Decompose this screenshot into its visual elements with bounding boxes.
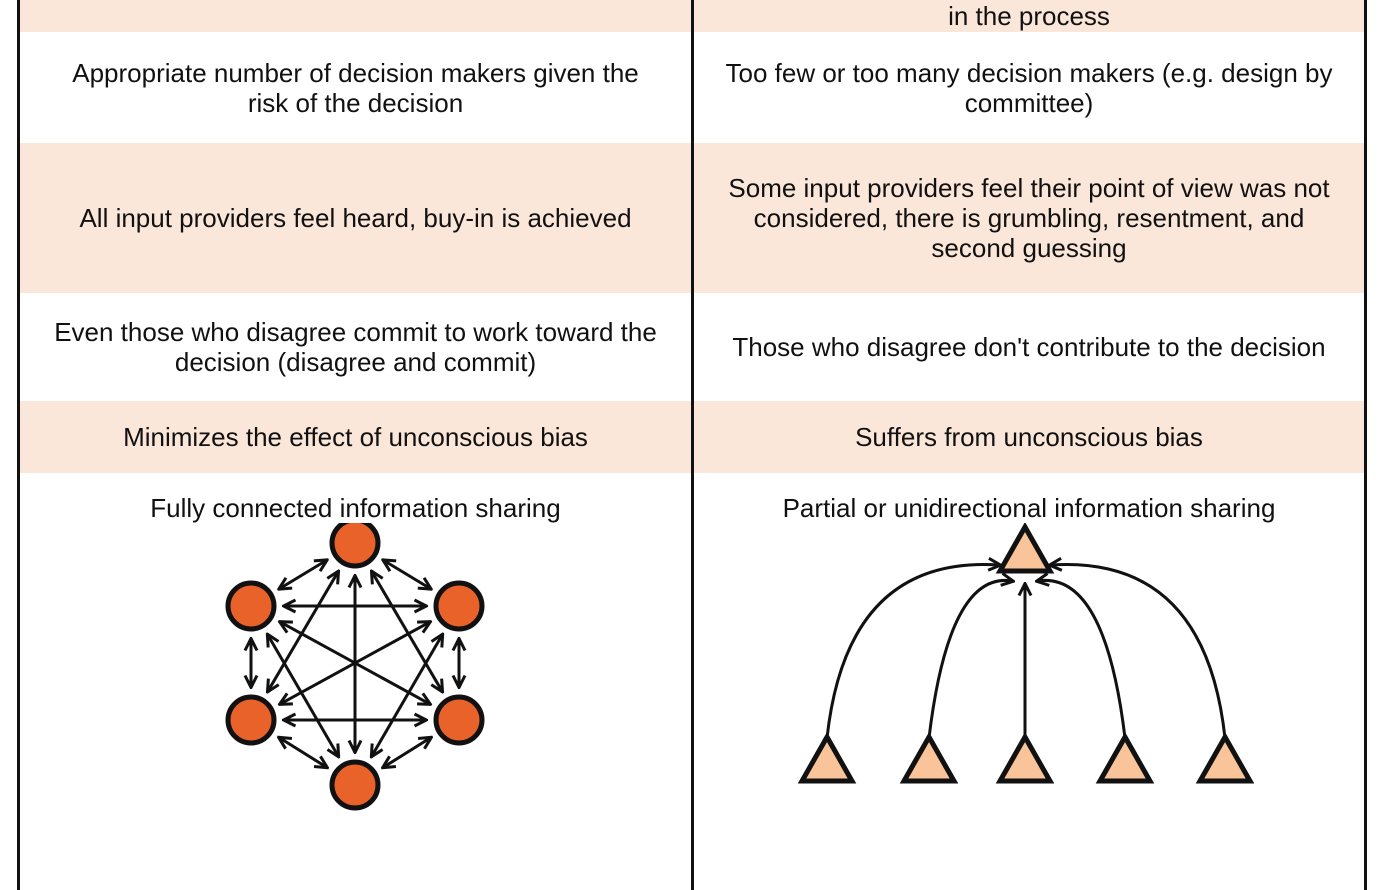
bottom-triangle — [797, 731, 857, 784]
arrow — [825, 564, 999, 739]
table-row: in the process — [20, 0, 1364, 35]
double-arrow — [383, 738, 429, 767]
table-row: Even those who disagree commit to work t… — [20, 293, 1364, 404]
good-cell: All input providers feel heard, buy-in i… — [20, 143, 694, 293]
top-triangle — [995, 523, 1055, 574]
good-cell: Even those who disagree commit to work t… — [20, 293, 694, 401]
bad-cell: Those who disagree don't contribute to t… — [732, 332, 1326, 362]
bottom-triangle — [995, 731, 1055, 784]
double-arrow — [372, 572, 442, 690]
comparison-table: in the process Appropriate number of dec… — [17, 0, 1367, 890]
node-circle — [225, 580, 276, 632]
bad-cell: in the process — [948, 1, 1110, 31]
unidirectional-diagram — [797, 523, 1255, 784]
good-cell: Appropriate number of decision makers gi… — [20, 32, 694, 143]
unidirectional-label: Partial or unidirectional information sh… — [782, 493, 1276, 523]
bad-cell: Some input providers feel their point of… — [728, 173, 1330, 263]
bottom-triangle — [899, 731, 959, 784]
good-cell: Minimizes the effect of unconscious bias — [20, 401, 694, 473]
node-circle — [225, 694, 276, 746]
double-arrow — [280, 561, 326, 589]
double-arrow — [268, 635, 338, 755]
bad-cell: Suffers from unconscious bias — [855, 422, 1203, 452]
node-circle — [329, 759, 380, 811]
double-arrow — [279, 738, 325, 767]
arrow — [1051, 564, 1227, 739]
fully-connected-label: Fully connected information sharing — [150, 493, 561, 523]
bottom-triangle — [1095, 731, 1155, 784]
fully-connected-diagram — [225, 523, 484, 811]
bad-cell: Too few or too many decision makers (e.g… — [725, 57, 1333, 118]
arrow — [927, 580, 1012, 739]
double-arrow — [372, 635, 442, 755]
table-row: Minimizes the effect of unconscious bias… — [20, 401, 1364, 476]
good-cell — [20, 0, 694, 32]
bottom-triangle — [1195, 731, 1255, 784]
bad-cell: Partial or unidirectional information sh… — [694, 473, 1364, 890]
table-row: Appropriate number of decision makers gi… — [20, 32, 1364, 146]
table-row: All input providers feel heard, buy-in i… — [20, 143, 1364, 296]
node-circle — [433, 580, 484, 632]
good-cell: Fully connected information sharing — [20, 473, 694, 890]
node-circle — [329, 523, 380, 569]
double-arrow — [268, 572, 338, 690]
double-arrow — [384, 561, 430, 589]
node-circle — [433, 694, 484, 746]
arrow — [1038, 580, 1127, 739]
table-row: Fully connected information sharing Part… — [20, 473, 1364, 890]
